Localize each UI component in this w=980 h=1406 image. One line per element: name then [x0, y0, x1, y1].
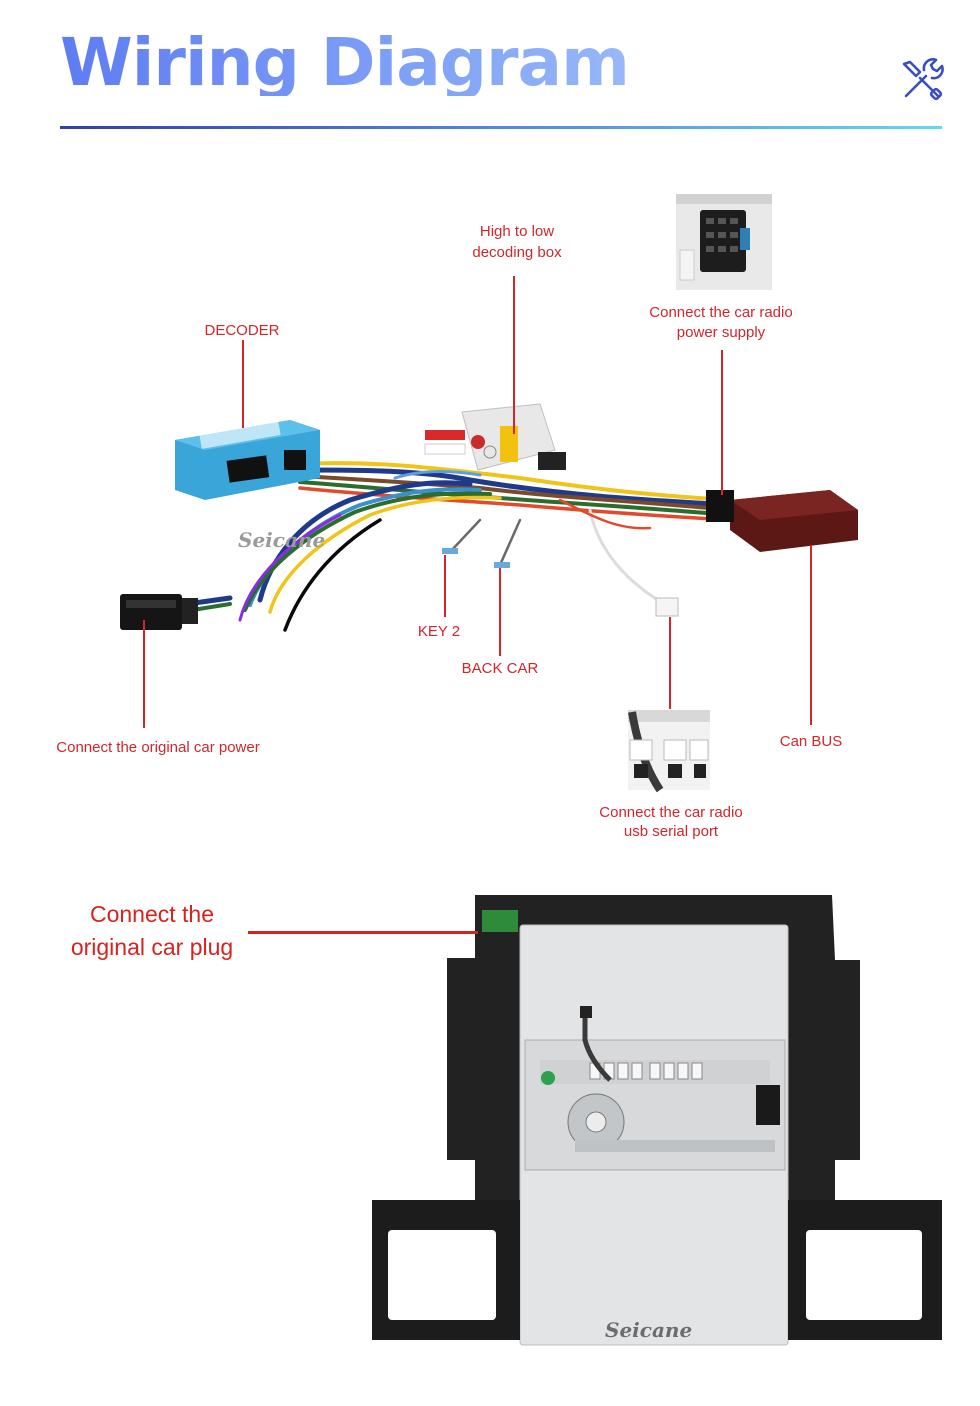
decoding-box [424, 403, 566, 471]
original-power-leader-line [143, 620, 145, 728]
usb-pigtail-connector [655, 597, 679, 617]
head-unit [372, 895, 942, 1346]
power-supply-label: Connect the car radio power supply [632, 303, 810, 343]
canbus-label: Can BUS [779, 733, 843, 750]
usb-port-label: Connect the car radio usb serial port [583, 803, 759, 841]
usb-port-label-line1: Connect the car radio [599, 804, 743, 821]
decoding-box-label-line2: decoding box [472, 244, 562, 261]
decoding-box-label-line1: High to low [479, 223, 555, 240]
original-power-connector [120, 594, 198, 630]
decoding-box-leader-line [513, 276, 515, 434]
original-power-label: Connect the original car power [56, 739, 260, 756]
car-plug-label: Connect the original car plug [42, 898, 262, 964]
power-supply-leader-line [721, 350, 723, 495]
usb-leader-line [669, 617, 671, 709]
canbus-leader-line [810, 545, 812, 725]
car-plug-label-line2: original car plug [70, 934, 234, 960]
decoder-leader-line [242, 340, 244, 428]
key2-wire-end [442, 548, 458, 554]
car-plug-leader-line [248, 931, 478, 934]
decoder-label: DECODER [204, 322, 280, 339]
usb-connector-photo [628, 710, 710, 793]
decoding-box-label: High to low decoding box [433, 221, 601, 263]
back-car-leader-line [499, 568, 501, 656]
key2-leader-line [444, 555, 446, 617]
decoder-box [175, 420, 320, 500]
power-supply-connector-photo [676, 194, 772, 290]
power-supply-label-line2: power supply [676, 324, 766, 341]
harness-watermark: Seicane [238, 528, 326, 552]
key2-label: KEY 2 [417, 623, 461, 640]
usb-port-label-line2: usb serial port [623, 823, 719, 840]
back-car-label: BACK CAR [461, 660, 539, 677]
tools-icon [902, 58, 944, 101]
canbus-box [706, 490, 858, 552]
car-plug-label-line1: Connect the [89, 901, 215, 927]
title-underline [60, 126, 942, 129]
wire-harness [177, 461, 733, 632]
page-title: Wiring Diagram [60, 24, 630, 101]
power-supply-label-line1: Connect the car radio [649, 304, 793, 321]
unit-watermark: Seicane [605, 1318, 693, 1342]
backcar-wire-end [494, 562, 510, 568]
